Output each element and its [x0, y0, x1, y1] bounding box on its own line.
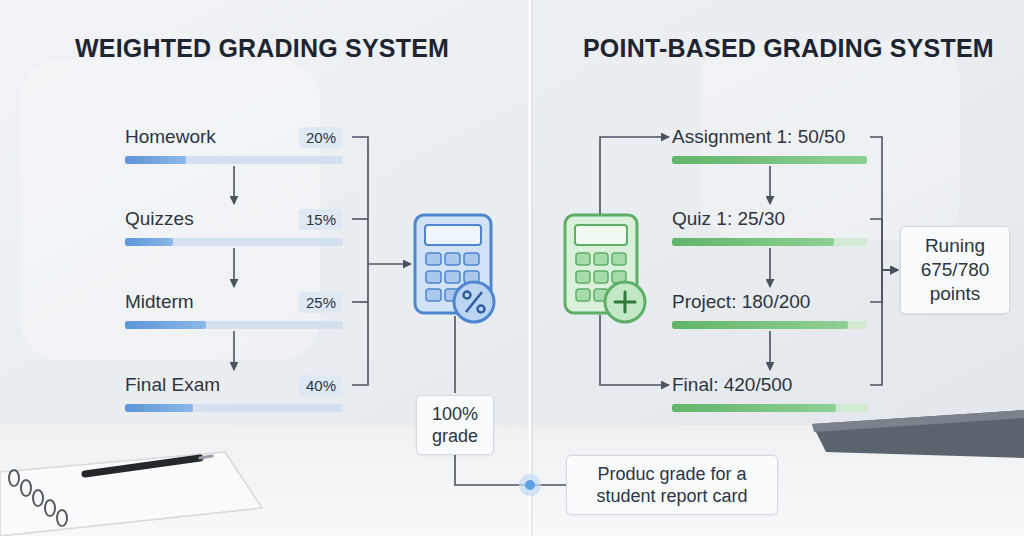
item-label: Quizzes — [125, 208, 194, 230]
item-label: Project: 180/200 — [672, 291, 810, 313]
calculator-screen — [425, 225, 481, 245]
progress-fill — [672, 321, 848, 329]
divider-line — [529, 0, 532, 536]
bracket — [352, 137, 368, 385]
weighted-item: Quizzes 15% — [125, 206, 343, 246]
item-header: Project: 180/200 — [672, 289, 867, 315]
line — [454, 316, 456, 393]
item-header: Homework 20% — [125, 124, 343, 150]
calculator-keys — [426, 253, 479, 301]
item-label: Final Exam — [125, 374, 220, 396]
item-label: Final: 420/500 — [672, 374, 792, 396]
pen-tip — [200, 456, 212, 458]
connector — [233, 248, 235, 287]
weighted-item: Final Exam 40% — [125, 372, 343, 412]
progress-fill — [672, 404, 836, 412]
section-title: WEIGHTED GRADING SYSTEM — [75, 34, 449, 63]
item-header: Quiz 1: 25/30 — [672, 206, 867, 232]
item-label: Homework — [125, 126, 216, 148]
item-label: Quiz 1: 25/30 — [672, 208, 785, 230]
percent-symbol — [464, 292, 485, 313]
progress-track — [672, 321, 867, 329]
junction-dot — [525, 480, 535, 490]
plus-symbol — [615, 292, 635, 312]
calculator-body — [565, 215, 637, 313]
progress-track — [125, 156, 343, 164]
item-header: Assignment 1: 50/50 — [672, 124, 867, 150]
item-header: Quizzes 15% — [125, 206, 343, 232]
progress-fill — [125, 238, 173, 246]
item-header: Final: 420/500 — [672, 372, 867, 398]
points-item: Assignment 1: 50/50 — [672, 124, 867, 164]
section-title: POINT-BASED GRADING SYSTEM — [583, 34, 994, 63]
item-header: Final Exam 40% — [125, 372, 343, 398]
progress-track — [672, 238, 867, 246]
percent-calculator-icon — [415, 215, 494, 322]
weighted-item: Midterm 25% — [125, 289, 343, 329]
progress-fill — [125, 404, 193, 412]
item-label: Midterm — [125, 291, 194, 313]
item-header: Midterm 25% — [125, 289, 343, 315]
box-text: Runing 675/780 points — [909, 234, 1001, 306]
progress-fill — [125, 321, 206, 329]
arrow — [368, 263, 411, 265]
connector — [870, 270, 898, 302]
box-text: Produc grade for a student report card — [575, 463, 769, 507]
weight-badge: 40% — [299, 375, 343, 396]
pen — [85, 458, 200, 474]
points-item: Project: 180/200 — [672, 289, 867, 329]
progress-fill — [672, 156, 867, 164]
progress-track — [672, 156, 867, 164]
box-text: 100% grade — [425, 403, 485, 447]
connector — [870, 219, 898, 270]
book-illustration — [812, 410, 1024, 458]
calculator-screen — [575, 225, 627, 245]
bracket-tick — [352, 301, 368, 303]
divider-line — [532, 0, 533, 536]
weight-badge: 15% — [299, 209, 343, 230]
progress-fill — [672, 238, 834, 246]
connector — [870, 270, 898, 385]
arrow — [600, 137, 669, 214]
total-box: Runing 675/780 points — [900, 226, 1010, 314]
connector — [769, 331, 771, 370]
connector — [455, 455, 566, 485]
soft-light — [20, 60, 320, 360]
connector — [769, 166, 771, 204]
progress-track — [672, 404, 867, 412]
percent-badge — [454, 282, 494, 322]
progress-track — [125, 238, 343, 246]
points-item: Quiz 1: 25/30 — [672, 206, 867, 246]
notebook — [0, 452, 262, 536]
notebook-spiral — [9, 470, 67, 526]
arrow — [600, 315, 669, 385]
plus-calculator-icon — [565, 215, 645, 322]
book-edge — [812, 410, 1024, 432]
progress-fill — [125, 156, 186, 164]
item-label: Assignment 1: 50/50 — [672, 126, 845, 148]
bracket-tick — [352, 218, 368, 220]
book — [812, 410, 1024, 458]
weighted-bracket — [352, 137, 455, 393]
connector — [233, 331, 235, 370]
connector — [769, 248, 771, 287]
calculator-arrows — [600, 137, 669, 385]
connector — [870, 137, 898, 270]
progress-track — [125, 404, 343, 412]
plus-badge — [605, 282, 645, 322]
weighted-item: Homework 20% — [125, 124, 343, 164]
junction-glow — [519, 474, 541, 496]
result-box: 100% grade — [416, 395, 494, 455]
weight-badge: 20% — [299, 127, 343, 148]
weight-badge: 25% — [299, 292, 343, 313]
output-box: Produc grade for a student report card — [566, 455, 778, 515]
notebook-illustration — [0, 452, 262, 536]
connector — [233, 166, 235, 204]
progress-track — [125, 321, 343, 329]
points-item: Final: 420/500 — [672, 372, 867, 412]
